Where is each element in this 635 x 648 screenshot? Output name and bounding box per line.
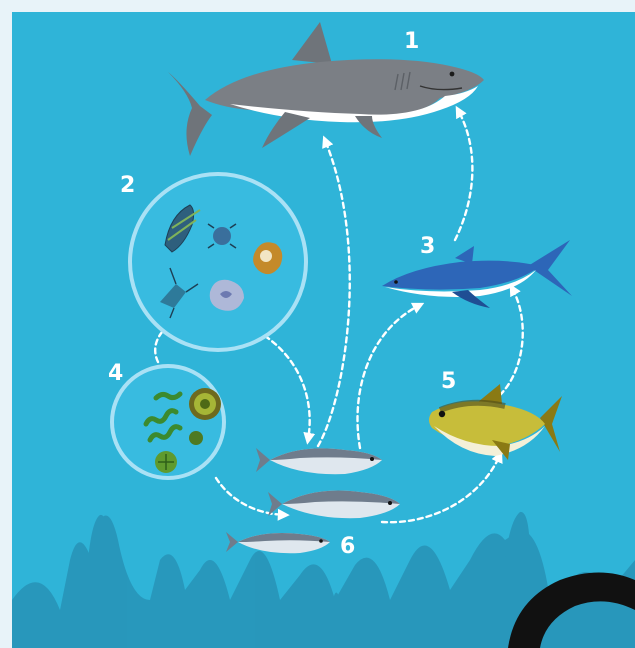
zooplankton-icon — [130, 174, 306, 350]
phytoplankton-icon — [112, 366, 224, 478]
label-phytoplankton: 4 — [108, 361, 123, 386]
label-small-fish: 6 — [340, 534, 355, 559]
label-zooplankton: 2 — [120, 173, 135, 198]
label-tuna: 5 — [441, 369, 456, 394]
label-blue-shark: 3 — [420, 234, 435, 259]
label-great-white-shark: 1 — [404, 29, 419, 54]
